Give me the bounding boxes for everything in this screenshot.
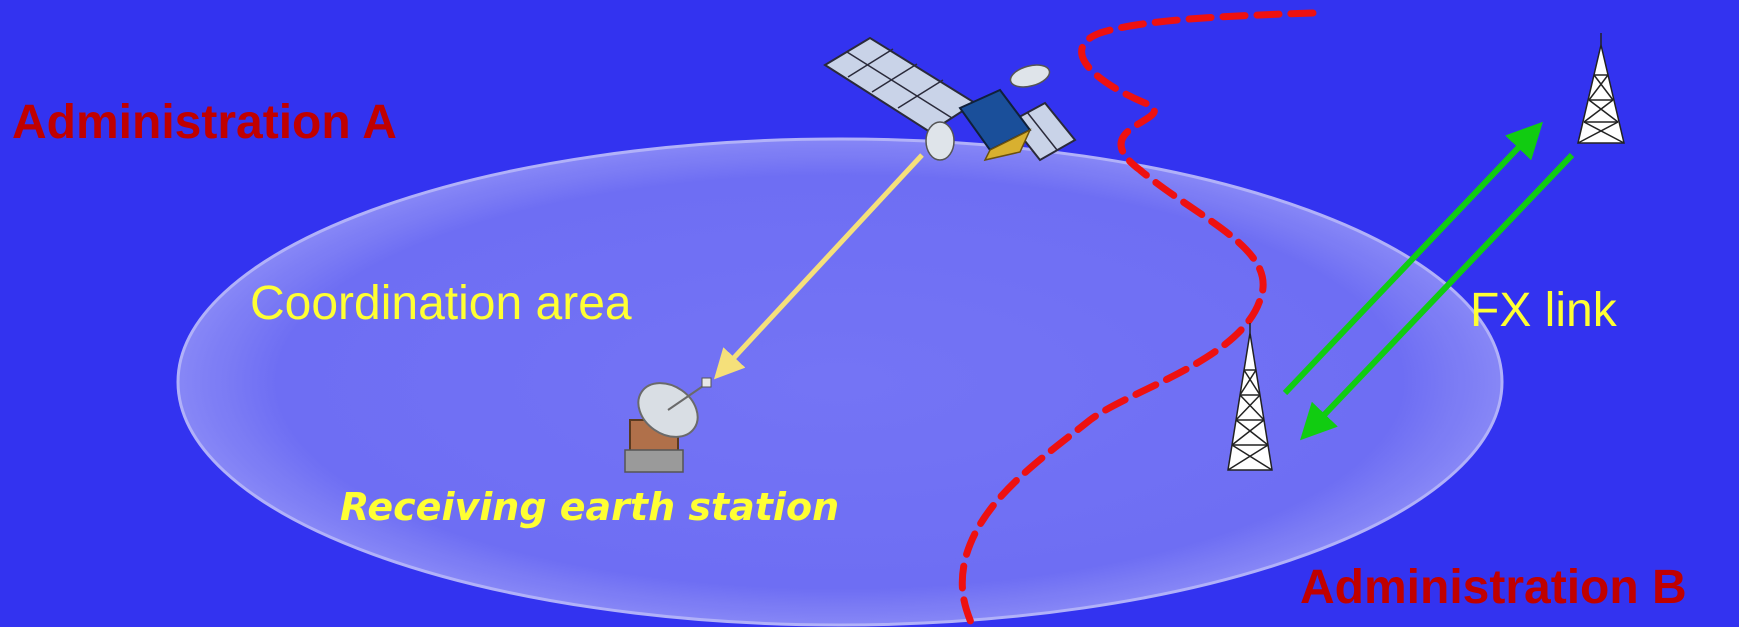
satellite-icon	[823, 36, 1077, 162]
radio-tower-icon	[1577, 33, 1625, 144]
fx-link-label: FX link	[1470, 284, 1617, 337]
administration-border	[958, 9, 1317, 627]
administration-b-label: Administration B	[1300, 561, 1687, 614]
administration-a-label: Administration A	[12, 96, 397, 149]
radio-tower-icon	[1227, 323, 1273, 471]
coordination-area	[176, 137, 1504, 627]
downlink-arrow	[713, 153, 924, 380]
fx-link-arrow-down	[1300, 152, 1575, 441]
receiving-earth-station-label: Receiving earth station	[340, 485, 840, 529]
fx-link-arrow-up	[1282, 121, 1543, 396]
satellite-dish-icon	[624, 377, 712, 473]
coordination-area-label: Coordination area	[250, 277, 632, 330]
